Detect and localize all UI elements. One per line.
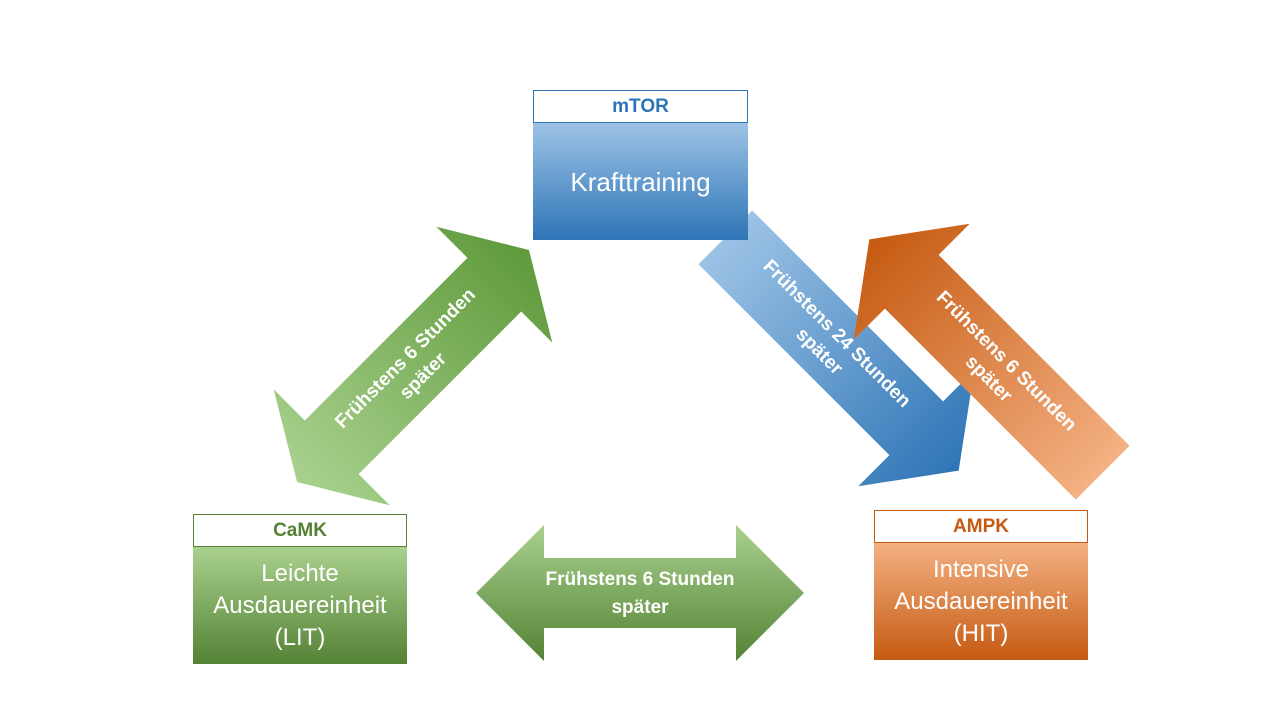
node-ampk-title-line3: (HIT) <box>953 619 1009 647</box>
node-mtor-box: Krafttraining <box>533 123 748 240</box>
node-mtor-title: Krafttraining <box>570 166 711 197</box>
node-camk-label: CaMK <box>193 514 407 547</box>
node-ampk-title-line1: Intensive <box>932 555 1030 583</box>
node-camk-title-line1: Leichte <box>261 559 339 587</box>
arrow-mtor-camk-shape <box>273 226 553 506</box>
node-camk-title-line3: (LIT) <box>274 623 326 651</box>
arrow-ampk-to-mtor-shape <box>853 223 1130 500</box>
arrow-camk-ampk-shape <box>476 525 804 661</box>
node-camk-title-line2: Ausdauereinheit <box>213 591 387 619</box>
node-ampk-label: AMPK <box>874 510 1088 543</box>
arrow-mtor-camk: Frühstens 6 Stunden später <box>273 226 553 506</box>
node-mtor-label: mTOR <box>533 90 748 123</box>
node-camk-box: Leichte Ausdauereinheit (LIT) <box>193 547 407 664</box>
node-ampk-title-line2: Ausdauereinheit <box>894 587 1068 615</box>
arrow-camk-ampk: Frühstens 6 Stunden später <box>476 525 804 661</box>
node-ampk-box: Intensive Ausdauereinheit (HIT) <box>874 543 1088 660</box>
arrow-mtor-to-ampk-shape <box>698 210 975 487</box>
arrow-camk-ampk-line1: Frühstens 6 Stunden <box>546 569 735 590</box>
arrow-camk-ampk-line2: später <box>611 597 669 618</box>
